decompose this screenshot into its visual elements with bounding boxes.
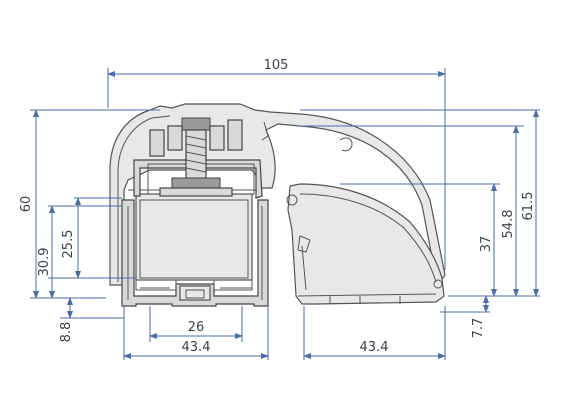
dim-height-right-outer: 61.5 xyxy=(521,192,536,221)
dim-height-left: 60 xyxy=(19,196,34,213)
screw-assembly xyxy=(149,117,243,197)
dim-overall-width: 105 xyxy=(264,58,289,73)
dim-left-inner-1: 25.5 xyxy=(61,230,76,259)
motor-block xyxy=(135,193,253,281)
dim-channel-inner-width: 26 xyxy=(188,320,205,335)
right-arm-profile xyxy=(287,183,445,305)
dim-height-right-inner: 37 xyxy=(479,236,494,253)
dim-bottom-right-small: 7.7 xyxy=(471,318,486,339)
dim-channel-outer-width: 43.4 xyxy=(182,340,211,355)
dim-bottom-left-small: 8.8 xyxy=(59,322,74,343)
dimension-labels: 105 60 25.5 30.9 8.8 26 43.4 43.4 37 54.… xyxy=(19,58,536,355)
dim-right-bottom-width: 43.4 xyxy=(360,340,389,355)
dim-left-inner-2: 30.9 xyxy=(37,248,52,277)
dim-height-right-mid: 54.8 xyxy=(501,210,516,239)
extrusion-profile xyxy=(109,103,446,307)
dimension-lines xyxy=(30,68,540,360)
